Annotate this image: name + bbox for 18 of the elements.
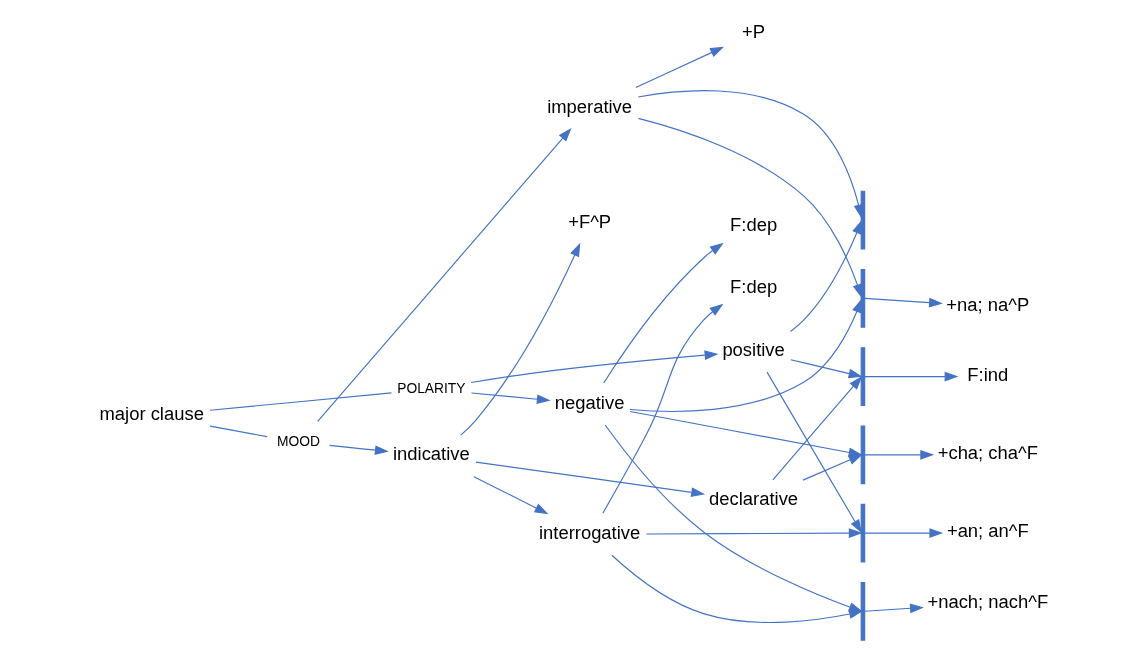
node-text: major clause (99, 403, 204, 425)
node-text: indicative (393, 443, 470, 465)
node-text: +na; na^P (946, 293, 1030, 315)
node-text: +nach; nach^F (927, 590, 1049, 612)
node-text: declarative (709, 488, 799, 510)
node-text: +P (742, 20, 766, 42)
node-text: F:dep (730, 214, 778, 236)
node-text: imperative (547, 95, 633, 117)
node-text: negative (554, 391, 625, 413)
node-text: +F^P (568, 210, 612, 232)
node-text: F:ind (967, 363, 1009, 385)
node-text: +an; an^F (946, 520, 1029, 542)
node-text: +cha; cha^F (937, 442, 1038, 464)
node-text: positive (722, 338, 785, 360)
node-text: MOOD (276, 433, 320, 449)
node-text: POLARITY (397, 380, 466, 396)
node-text: interrogative (538, 521, 641, 543)
node-text: F:dep (730, 276, 778, 298)
